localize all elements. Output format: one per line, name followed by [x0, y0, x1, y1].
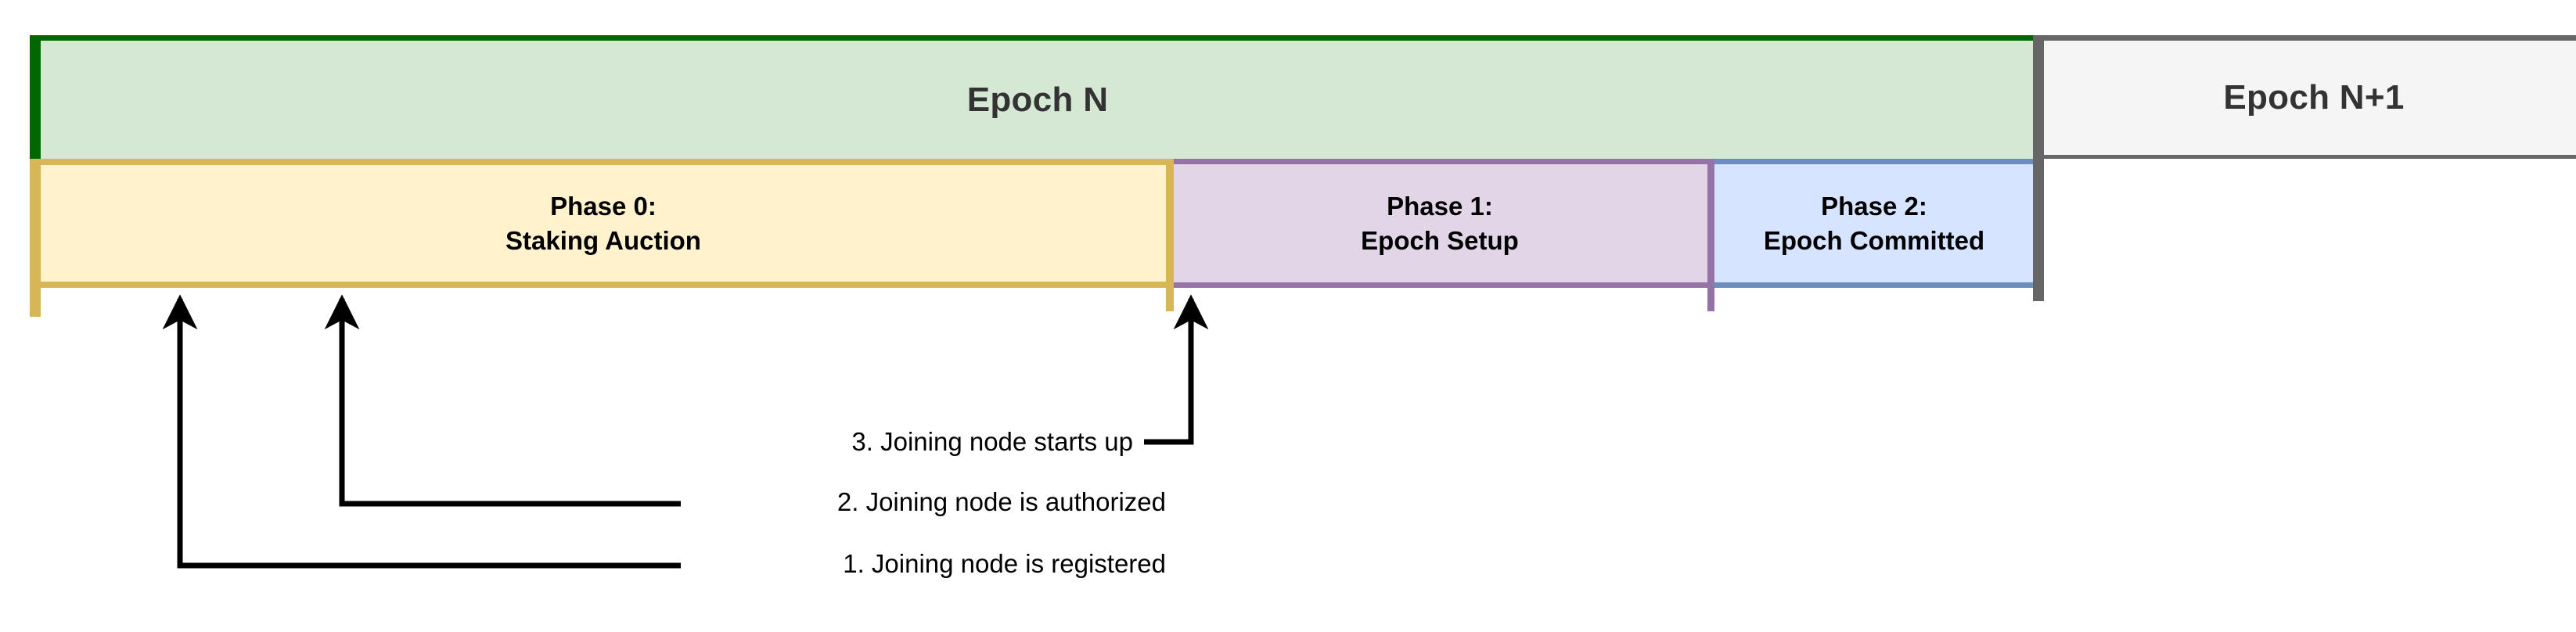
- callout-label-3: 3. Joining node starts up: [851, 427, 1133, 456]
- epoch-n-start-marker: [30, 35, 41, 159]
- epoch-n-plus-1-label: Epoch N+1: [2223, 78, 2405, 117]
- phase-1-subtitle: Epoch Setup: [1361, 225, 1519, 255]
- phase-1-box: Phase 1: Epoch Setup: [1172, 159, 1707, 288]
- callout-label-2: 2. Joining node is authorized: [836, 487, 1166, 516]
- epoch-n-band: Epoch N: [41, 35, 2035, 159]
- phase-0-start-marker: [30, 159, 41, 317]
- phase-0-title: Phase 0:: [550, 191, 657, 221]
- callout-label-1: 1. Joining node is registered: [843, 549, 1166, 578]
- phase-1-end-marker: [1707, 159, 1714, 311]
- phase-1-title: Phase 1:: [1387, 191, 1493, 221]
- phase-0-end-marker: [1166, 159, 1174, 311]
- phase-2-box: Phase 2: Epoch Committed: [1714, 159, 2035, 288]
- epoch-boundary-marker: [2033, 35, 2044, 301]
- phase-2-subtitle: Epoch Committed: [1763, 225, 1985, 255]
- phase-0-subtitle: Staking Auction: [505, 225, 701, 255]
- phase-0-box: Phase 0: Staking Auction: [41, 159, 1166, 288]
- connector-callout-3: [1144, 294, 1209, 445]
- epoch-n-label: Epoch N: [966, 80, 1109, 119]
- phase-2-title: Phase 2:: [1821, 191, 1927, 221]
- epoch-n-plus-1-band: Epoch N+1: [2044, 35, 2576, 159]
- connector-callout-2: [324, 294, 681, 507]
